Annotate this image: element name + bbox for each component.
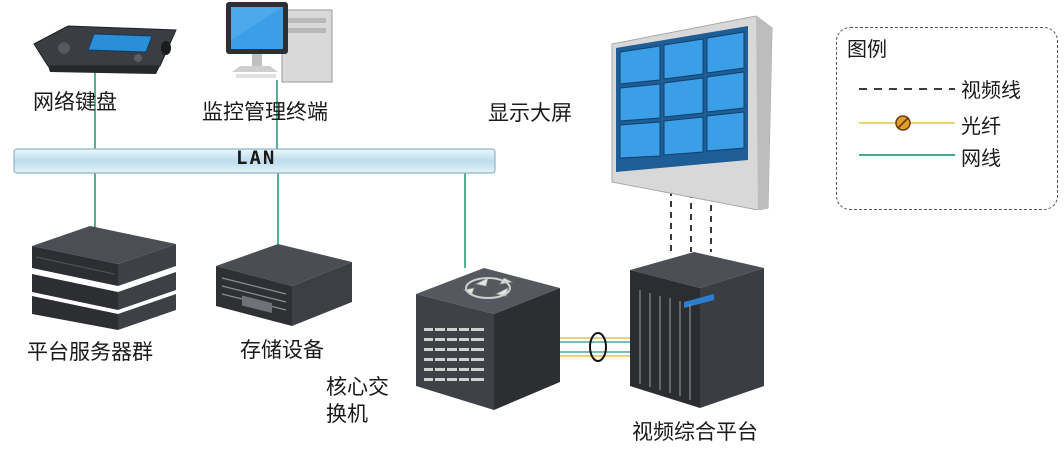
monitor-terminal-icon: [226, 2, 333, 83]
core-switch-label: 核心交 换机: [326, 375, 389, 427]
network-keyboard-label: 网络键盘: [33, 90, 117, 114]
legend-title: 图例: [847, 37, 887, 61]
monitor-terminal-label: 监控管理终端: [202, 100, 328, 124]
legend-box: 图例 视频线 光纤 网线: [836, 27, 1058, 210]
video-platform-icon: [630, 252, 764, 408]
legend-label-fiber: 光纤: [961, 114, 1001, 138]
display-wall-label: 显示大屏: [488, 101, 572, 125]
legend-symbols: [859, 88, 955, 156]
storage-device-label: 存储设备: [240, 338, 324, 362]
lan-bus: [13, 148, 496, 174]
legend-label-video: 视频线: [961, 78, 1021, 102]
display-wall-icon: [611, 15, 773, 210]
network-keyboard-icon: [33, 25, 177, 74]
video-platform-label: 视频综合平台: [632, 420, 758, 444]
storage-device-icon: [216, 244, 352, 326]
legend-label-network: 网线: [961, 146, 1001, 170]
server-cluster-label: 平台服务器群: [27, 340, 153, 364]
fiber-bundle-ring: [589, 332, 607, 362]
core-switch-icon: [416, 268, 560, 410]
lan-label: LAN: [236, 147, 277, 169]
server-cluster-icon: [32, 226, 176, 330]
